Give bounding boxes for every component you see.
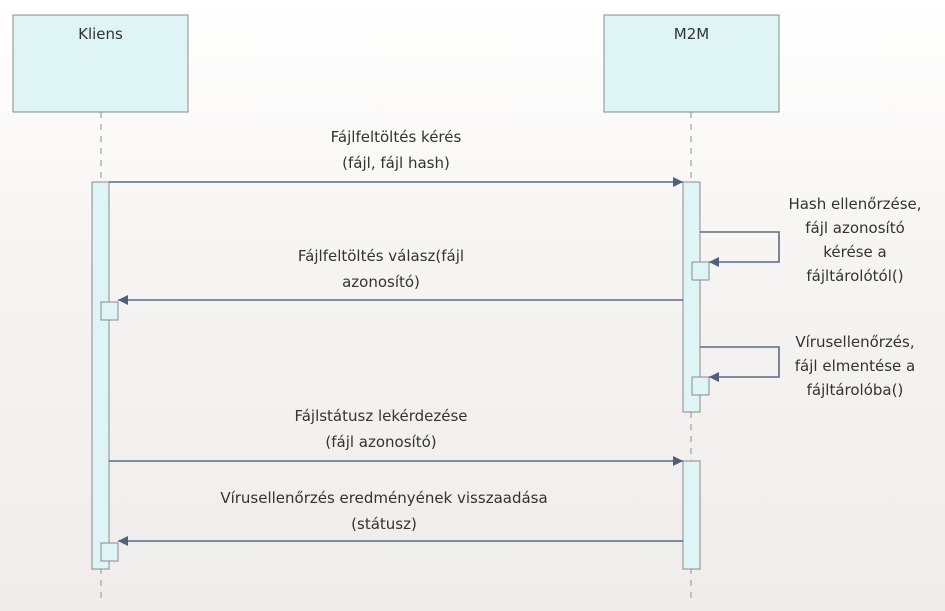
message-label-1: Fájlfeltöltés kérés (fájl, fájl hash) xyxy=(256,124,536,176)
message-label-3-line2: (fájl azonosító) xyxy=(325,433,437,451)
self-call-label-1-line3: kérése a xyxy=(823,243,887,261)
message-label-2-line1: Fájlfeltöltés válasz(fájl xyxy=(297,247,465,265)
activation-m2m-2 xyxy=(682,460,701,570)
message-label-3-line1: Fájlstátusz lekérdezése xyxy=(294,407,468,425)
nested-activation-m2m-1 xyxy=(691,261,710,281)
participant-box-m2m[interactable] xyxy=(603,14,780,113)
nested-activation-kliens-1 xyxy=(100,301,119,321)
message-label-3: Fájlstátusz lekérdezése (fájl azonosító) xyxy=(236,403,526,455)
self-call-arrow-1[interactable] xyxy=(700,231,780,267)
self-call-label-1-line2: fájl azonosító xyxy=(805,219,905,237)
message-label-4: Vírusellenőrzés eredményének visszaadása… xyxy=(184,485,584,537)
self-call-label-2-line1: Vírusellenőrzés, xyxy=(795,333,915,351)
activation-kliens xyxy=(91,181,110,570)
self-call-label-2-line2: fájl elmentése a xyxy=(794,357,916,375)
participant-box-kliens[interactable] xyxy=(12,14,189,113)
message-label-1-line2: (fájl, fájl hash) xyxy=(342,154,450,172)
participant-label-m2m: M2M xyxy=(673,25,710,43)
nested-activation-m2m-2 xyxy=(691,376,710,396)
self-call-label-2-line3: fájltárolóba() xyxy=(806,381,904,399)
self-call-label-1-line1: Hash ellenőrzése, xyxy=(788,195,922,213)
self-call-label-2: Vírusellenőrzés, fájl elmentése a fájltá… xyxy=(772,330,938,402)
self-call-label-1-line4: fájltárolótól() xyxy=(806,267,904,285)
message-label-4-line2: (státusz) xyxy=(351,515,417,533)
message-label-4-line1: Vírusellenőrzés eredményének visszaadása xyxy=(220,489,548,507)
nested-activation-kliens-2 xyxy=(100,542,119,562)
self-call-arrow-2[interactable] xyxy=(700,346,780,382)
message-label-2: Fájlfeltöltés válasz(fájl azonosító) xyxy=(236,243,526,295)
self-call-label-1: Hash ellenőrzése, fájl azonosító kérése … xyxy=(772,192,938,288)
message-label-2-line2: azonosító) xyxy=(342,273,420,291)
participant-label-kliens: Kliens xyxy=(78,25,123,43)
activation-m2m-1 xyxy=(682,181,701,413)
message-label-1-line1: Fájlfeltöltés kérés xyxy=(330,128,462,146)
